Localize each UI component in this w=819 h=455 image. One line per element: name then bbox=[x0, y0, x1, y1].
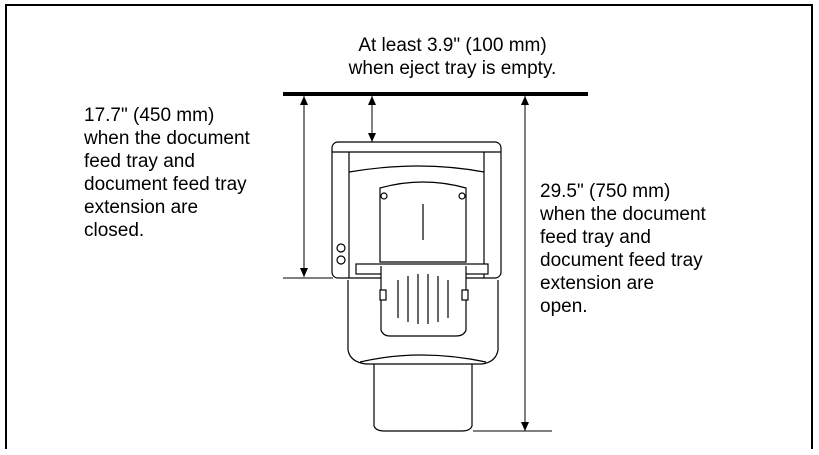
feed-tray-extension bbox=[373, 360, 473, 432]
open-depth-arrow-bottom bbox=[521, 422, 529, 431]
open-depth-dimension bbox=[473, 96, 552, 432]
closed-depth-arrow-bottom bbox=[300, 268, 308, 277]
closed-depth-label: 17.7" (450 mm) when the document feed tr… bbox=[84, 105, 250, 241]
closed-depth-dimension bbox=[283, 96, 333, 279]
open-depth-label: 29.5" (750 mm) when the document feed tr… bbox=[540, 181, 706, 317]
closed-depth-arrow-top bbox=[300, 96, 308, 105]
scanner-illustration bbox=[331, 141, 502, 432]
top-clearance-arrow-bottom bbox=[368, 133, 376, 142]
scanner-button-bottom bbox=[336, 255, 346, 265]
open-depth-arrow-top bbox=[521, 96, 529, 105]
scanner-button-top bbox=[336, 243, 346, 253]
top-clearance-label: At least 3.9" (100 mm) when eject tray i… bbox=[348, 35, 557, 79]
top-clearance-arrow-top bbox=[368, 96, 376, 105]
figure-frame bbox=[5, 4, 813, 449]
paper-stack bbox=[380, 266, 467, 337]
